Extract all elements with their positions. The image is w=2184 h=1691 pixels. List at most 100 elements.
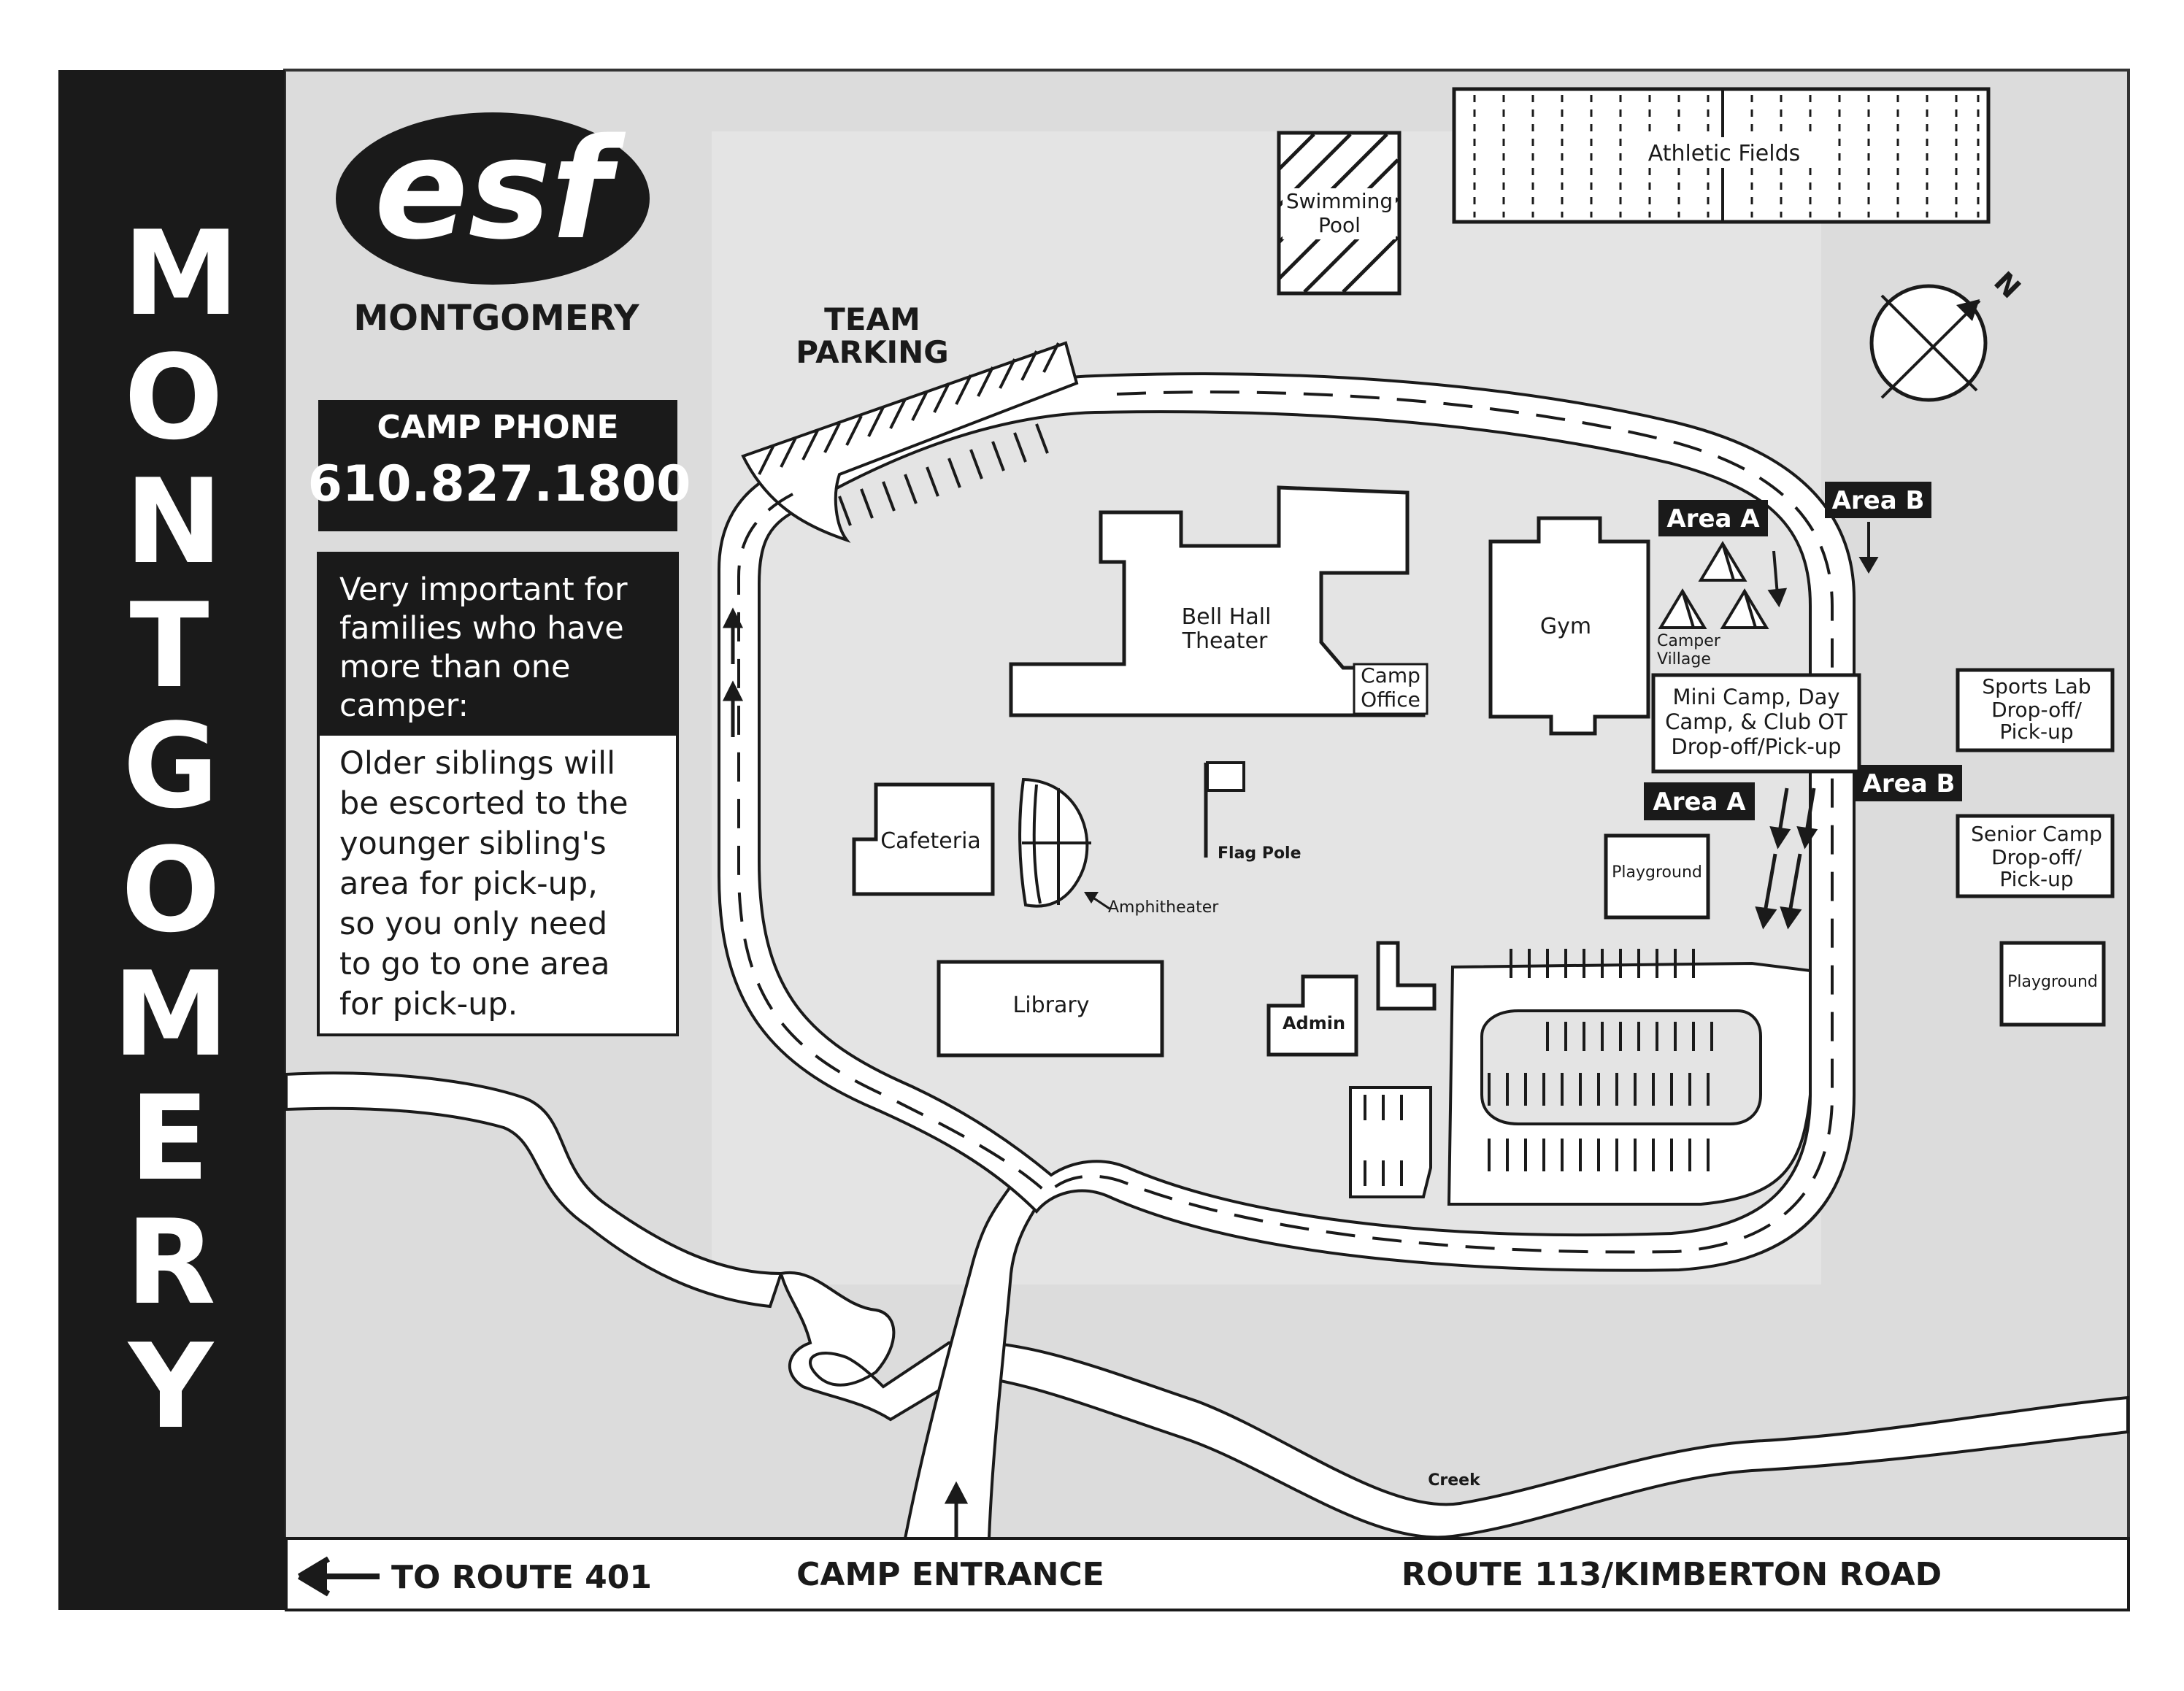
creek [779, 1271, 2129, 1539]
sibling-notice: Very important for families who have mor… [317, 552, 679, 1036]
notice-body-line: area for pick-up, [339, 866, 598, 902]
athletic-fields-label: Athletic Fields [1648, 141, 1801, 166]
bell-hall-label: Bell Hall [1182, 604, 1272, 630]
admin-label: Admin [1283, 1013, 1345, 1033]
sports-lab-label: Drop-off/ [1991, 698, 2082, 722]
area-pointer-arrows [1767, 522, 1879, 608]
sidebar-letters: M O N T G O M E R Y [112, 205, 239, 1455]
logo-oval [336, 112, 650, 285]
sidebar-letter: O [124, 329, 223, 466]
sidebar-letter: Y [127, 1318, 215, 1455]
gym: Gym [1488, 516, 1650, 736]
senior-camp-label: Pick-up [1999, 867, 2073, 891]
notice-body-line: be escorted to the [339, 785, 628, 822]
sidebar-letter: M [123, 205, 239, 342]
sidebar-letter: T [129, 577, 209, 714]
parking-lot-east [1447, 961, 1812, 1206]
camp-office [1353, 663, 1429, 715]
area-a-label: Area A [1666, 504, 1760, 534]
bell-hall-theater: Bell Hall Theater Camp Office [1009, 485, 1429, 717]
notice-body-line: younger sibling's [339, 825, 607, 862]
west-road [285, 1071, 783, 1309]
library-label: Library [1013, 993, 1090, 1018]
logo-subtitle: MONTGOMERY [353, 298, 640, 339]
parking-lot-west [1349, 1086, 1432, 1198]
sidebar-letter: M [112, 946, 228, 1082]
sidebar-letter: E [129, 1070, 209, 1206]
sports-lab-label: Pick-up [1999, 720, 2073, 744]
area-a-label: Area A [1653, 787, 1746, 817]
mini-camp-label: Mini Camp, Day [1672, 685, 1839, 709]
to-route-401-label: TO ROUTE 401 [391, 1559, 652, 1596]
camp-phone-number[interactable]: 610.827.1800 [308, 455, 691, 513]
mini-camp-label: Camp, & Club OT [1665, 709, 1847, 734]
senior-camp-label: Drop-off/ [1991, 845, 2082, 869]
swimming-pool: Swimming Pool [1277, 131, 1401, 296]
sidebar-letter: N [125, 453, 223, 590]
cafeteria-label: Cafeteria [880, 828, 981, 854]
area-b-south-badge: Area B [1856, 765, 1962, 801]
route-113-road [285, 1537, 2130, 1611]
sports-lab-label: Sports Lab [1982, 674, 2091, 698]
area-b-label: Area B [1863, 769, 1956, 798]
camp-office-label: Camp [1361, 663, 1420, 687]
to-route-401-direction: TO ROUTE 401 [297, 1556, 652, 1597]
senior-camp-label: Senior Camp [1971, 822, 2102, 846]
notice-body-line: for pick-up. [339, 986, 518, 1022]
notice-heading-line: families who have [339, 610, 624, 647]
mini-camp-label: Drop-off/Pick-up [1671, 734, 1841, 759]
playground-label: Playground [2007, 973, 2098, 991]
flag-pole-label: Flag Pole [1218, 844, 1301, 863]
amphitheater-label: Amphitheater [1108, 898, 1219, 917]
bell-hall-label: Theater [1182, 628, 1268, 654]
notice-heading-line: Very important for [339, 571, 628, 608]
team-parking-lot [741, 341, 1079, 543]
team-parking-label: PARKING [796, 334, 949, 370]
left-arrow-icon [297, 1556, 331, 1597]
swimming-pool-label: Swimming [1286, 189, 1393, 213]
amphitheater-pointer-head [1084, 892, 1099, 904]
route-113-label: ROUTE 113/KIMBERTON ROAD [1401, 1556, 1942, 1593]
playground-east: Playground [1999, 941, 2106, 1027]
area-a-north-badge: Area A [1658, 500, 1768, 536]
team-parking-label: TEAM [824, 301, 920, 337]
flag-pole: Flag Pole [1204, 761, 1301, 863]
utility-building [1376, 941, 1437, 1011]
gym-label: Gym [1540, 614, 1591, 639]
area-a-south-badge: Area A [1644, 782, 1755, 820]
playground-label: Playground [1612, 863, 1702, 882]
logo-wordmark: esf [374, 109, 626, 270]
notice-body-line: so you only need [339, 906, 607, 942]
admin-building: Admin [1266, 974, 1358, 1057]
camper-village-label: Village [1657, 650, 1711, 669]
one-way-arrows [722, 607, 1818, 1547]
mini-camp-dropoff: Mini Camp, Day Camp, & Club OT Drop-off/… [1651, 673, 1861, 774]
library: Library [937, 960, 1164, 1058]
camp-office-label: Office [1361, 687, 1420, 712]
camp-phone-box: CAMP PHONE 610.827.1800 [308, 400, 691, 531]
creek-label: Creek [1428, 1471, 1481, 1490]
cafeteria: Cafeteria [852, 782, 995, 896]
notice-heading-line: camper: [339, 687, 469, 724]
sidebar-letter: O [121, 822, 220, 958]
camper-village-label: Camper [1657, 632, 1721, 650]
parking-stalls [758, 342, 1060, 526]
amphitheater [1018, 777, 1091, 908]
traffic-direction-arrows [737, 390, 1834, 1254]
sidebar [58, 70, 285, 1610]
athletic-fields: Athletic Fields [1452, 87, 1991, 224]
sports-lab-dropoff: Sports Lab Drop-off/ Pick-up [1956, 668, 2115, 752]
notice-body-line: to go to one area [339, 946, 610, 982]
sidebar-letter: G [123, 698, 218, 834]
swimming-pool-label: Pool [1318, 213, 1361, 237]
area-b-north-badge: Area B [1825, 482, 1931, 518]
east-parking-stalls [1364, 949, 1713, 1186]
camper-village [1658, 541, 1769, 629]
camp-phone-title: CAMP PHONE [377, 409, 618, 446]
playground-center: Playground [1604, 833, 1710, 920]
sidebar-letter: R [126, 1194, 215, 1330]
notice-heading-line: more than one [339, 649, 570, 685]
notice-body-line: Older siblings will [339, 745, 615, 782]
